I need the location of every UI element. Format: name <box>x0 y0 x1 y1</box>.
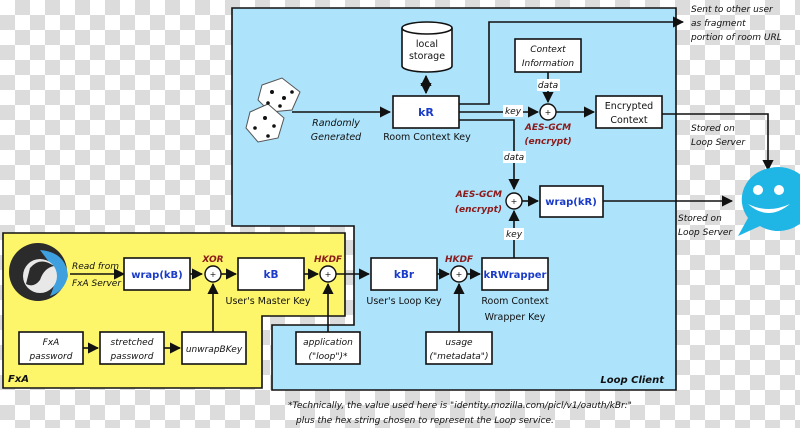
loop-client-region <box>231 7 677 391</box>
randomly-generated-line2: Generated <box>311 132 362 143</box>
context-info-line2: Information <box>522 59 575 69</box>
kB-label: kB <box>264 269 279 281</box>
context-information-box <box>514 38 582 73</box>
sent-line1: Sent to other user <box>691 5 774 15</box>
hkdf-2-label: HKDF <box>445 255 474 265</box>
plus-1: + <box>545 108 552 117</box>
wrap-kB-label: wrap(kB) <box>131 270 183 281</box>
data-arrow-2 <box>459 119 520 191</box>
firefox-logo-icon <box>9 243 68 301</box>
local-storage-line1: local <box>416 39 438 50</box>
kRWrapper-caption-line1: Room Context <box>481 296 549 307</box>
kB-caption: User's Master Key <box>226 296 311 307</box>
application-box <box>295 331 361 365</box>
xor-label: XOR <box>201 255 223 265</box>
stored-2-line2: Loop Server <box>678 228 733 238</box>
hkdf-1-label: HKDF <box>314 255 343 265</box>
stored-1-line1: Stored on <box>691 124 735 134</box>
kB-box <box>237 257 305 291</box>
plus-hkdf2: + <box>456 270 463 279</box>
stored-arrow-1 <box>662 113 774 172</box>
data-label-2: data <box>504 153 524 163</box>
data-label-1: data <box>538 81 558 91</box>
stretched-password-line2: password <box>110 352 154 362</box>
sent-line2: as fragment <box>691 19 746 29</box>
encrypted-context-line2: Context <box>610 115 647 126</box>
loop-chat-bubble-icon <box>738 167 800 236</box>
key-label-2: key <box>506 230 523 240</box>
randomly-generated-line1: Randomly <box>312 118 360 129</box>
aes-gcm-2-line1: AES-GCM <box>455 190 502 200</box>
wrap-kB-box <box>123 257 191 291</box>
fxa-password-line2: password <box>29 352 73 362</box>
stored-1-line2: Loop Server <box>691 138 746 148</box>
application-line2: ("loop")* <box>308 352 348 362</box>
plus-2: + <box>511 197 518 206</box>
usage-box <box>425 331 493 365</box>
fxa-password-line1: FxA <box>43 338 60 348</box>
kBr-caption: User's Loop Key <box>366 296 442 307</box>
stretched-password-box <box>99 331 165 365</box>
wrap-kR-label: wrap(kR) <box>545 197 597 208</box>
footnote-line2: plus the hex string chosen to represent … <box>295 416 554 426</box>
kBr-label: kBr <box>394 269 415 281</box>
stored-2-line1: Stored on <box>678 214 722 224</box>
fxa-label: FxA <box>8 374 29 385</box>
context-info-line1: Context <box>530 45 566 55</box>
aes-gcm-1-line1: AES-GCM <box>524 123 571 133</box>
kRWrapper-caption-line2: Wrapper Key <box>485 312 546 323</box>
sent-line3: portion of room URL <box>690 33 782 43</box>
usage-line2: ("metadata") <box>430 352 489 362</box>
loop-client-label: Loop Client <box>600 375 665 386</box>
application-line1: application <box>303 338 353 348</box>
key-label-1: key <box>505 107 522 117</box>
unwrapBKey-box <box>181 331 247 365</box>
fxa-password-box <box>18 331 84 365</box>
aes-gcm-2-line2: (encrypt) <box>455 205 502 215</box>
footnote-line1: *Technically, the value used here is "id… <box>288 401 632 411</box>
kRWrapper-box <box>481 257 549 291</box>
read-from-line2: FxA Server <box>72 279 122 289</box>
unwrapBKey-label: unwrapBKey <box>186 345 243 355</box>
kR-label: kR <box>418 106 434 119</box>
database-icon <box>401 21 453 73</box>
aes-gcm-1-line2: (encrypt) <box>524 137 571 147</box>
kRWrapper-label: kRWrapper <box>484 270 547 281</box>
wrap-kR-box <box>539 185 604 218</box>
read-from-line1: Read from <box>72 262 119 272</box>
plus-hkdf1: + <box>325 270 332 279</box>
sent-arrow <box>459 16 685 105</box>
usage-line1: usage <box>445 338 473 348</box>
kBr-box <box>370 257 438 291</box>
kR-caption: Room Context Key <box>383 132 471 143</box>
encrypted-context-box <box>595 95 663 129</box>
dice-icon <box>245 77 301 143</box>
encrypted-context-line1: Encrypted <box>605 101 653 112</box>
local-storage-line2: storage <box>409 51 445 62</box>
stretched-password-line1: stretched <box>111 338 154 348</box>
plus-xor: + <box>210 270 217 279</box>
